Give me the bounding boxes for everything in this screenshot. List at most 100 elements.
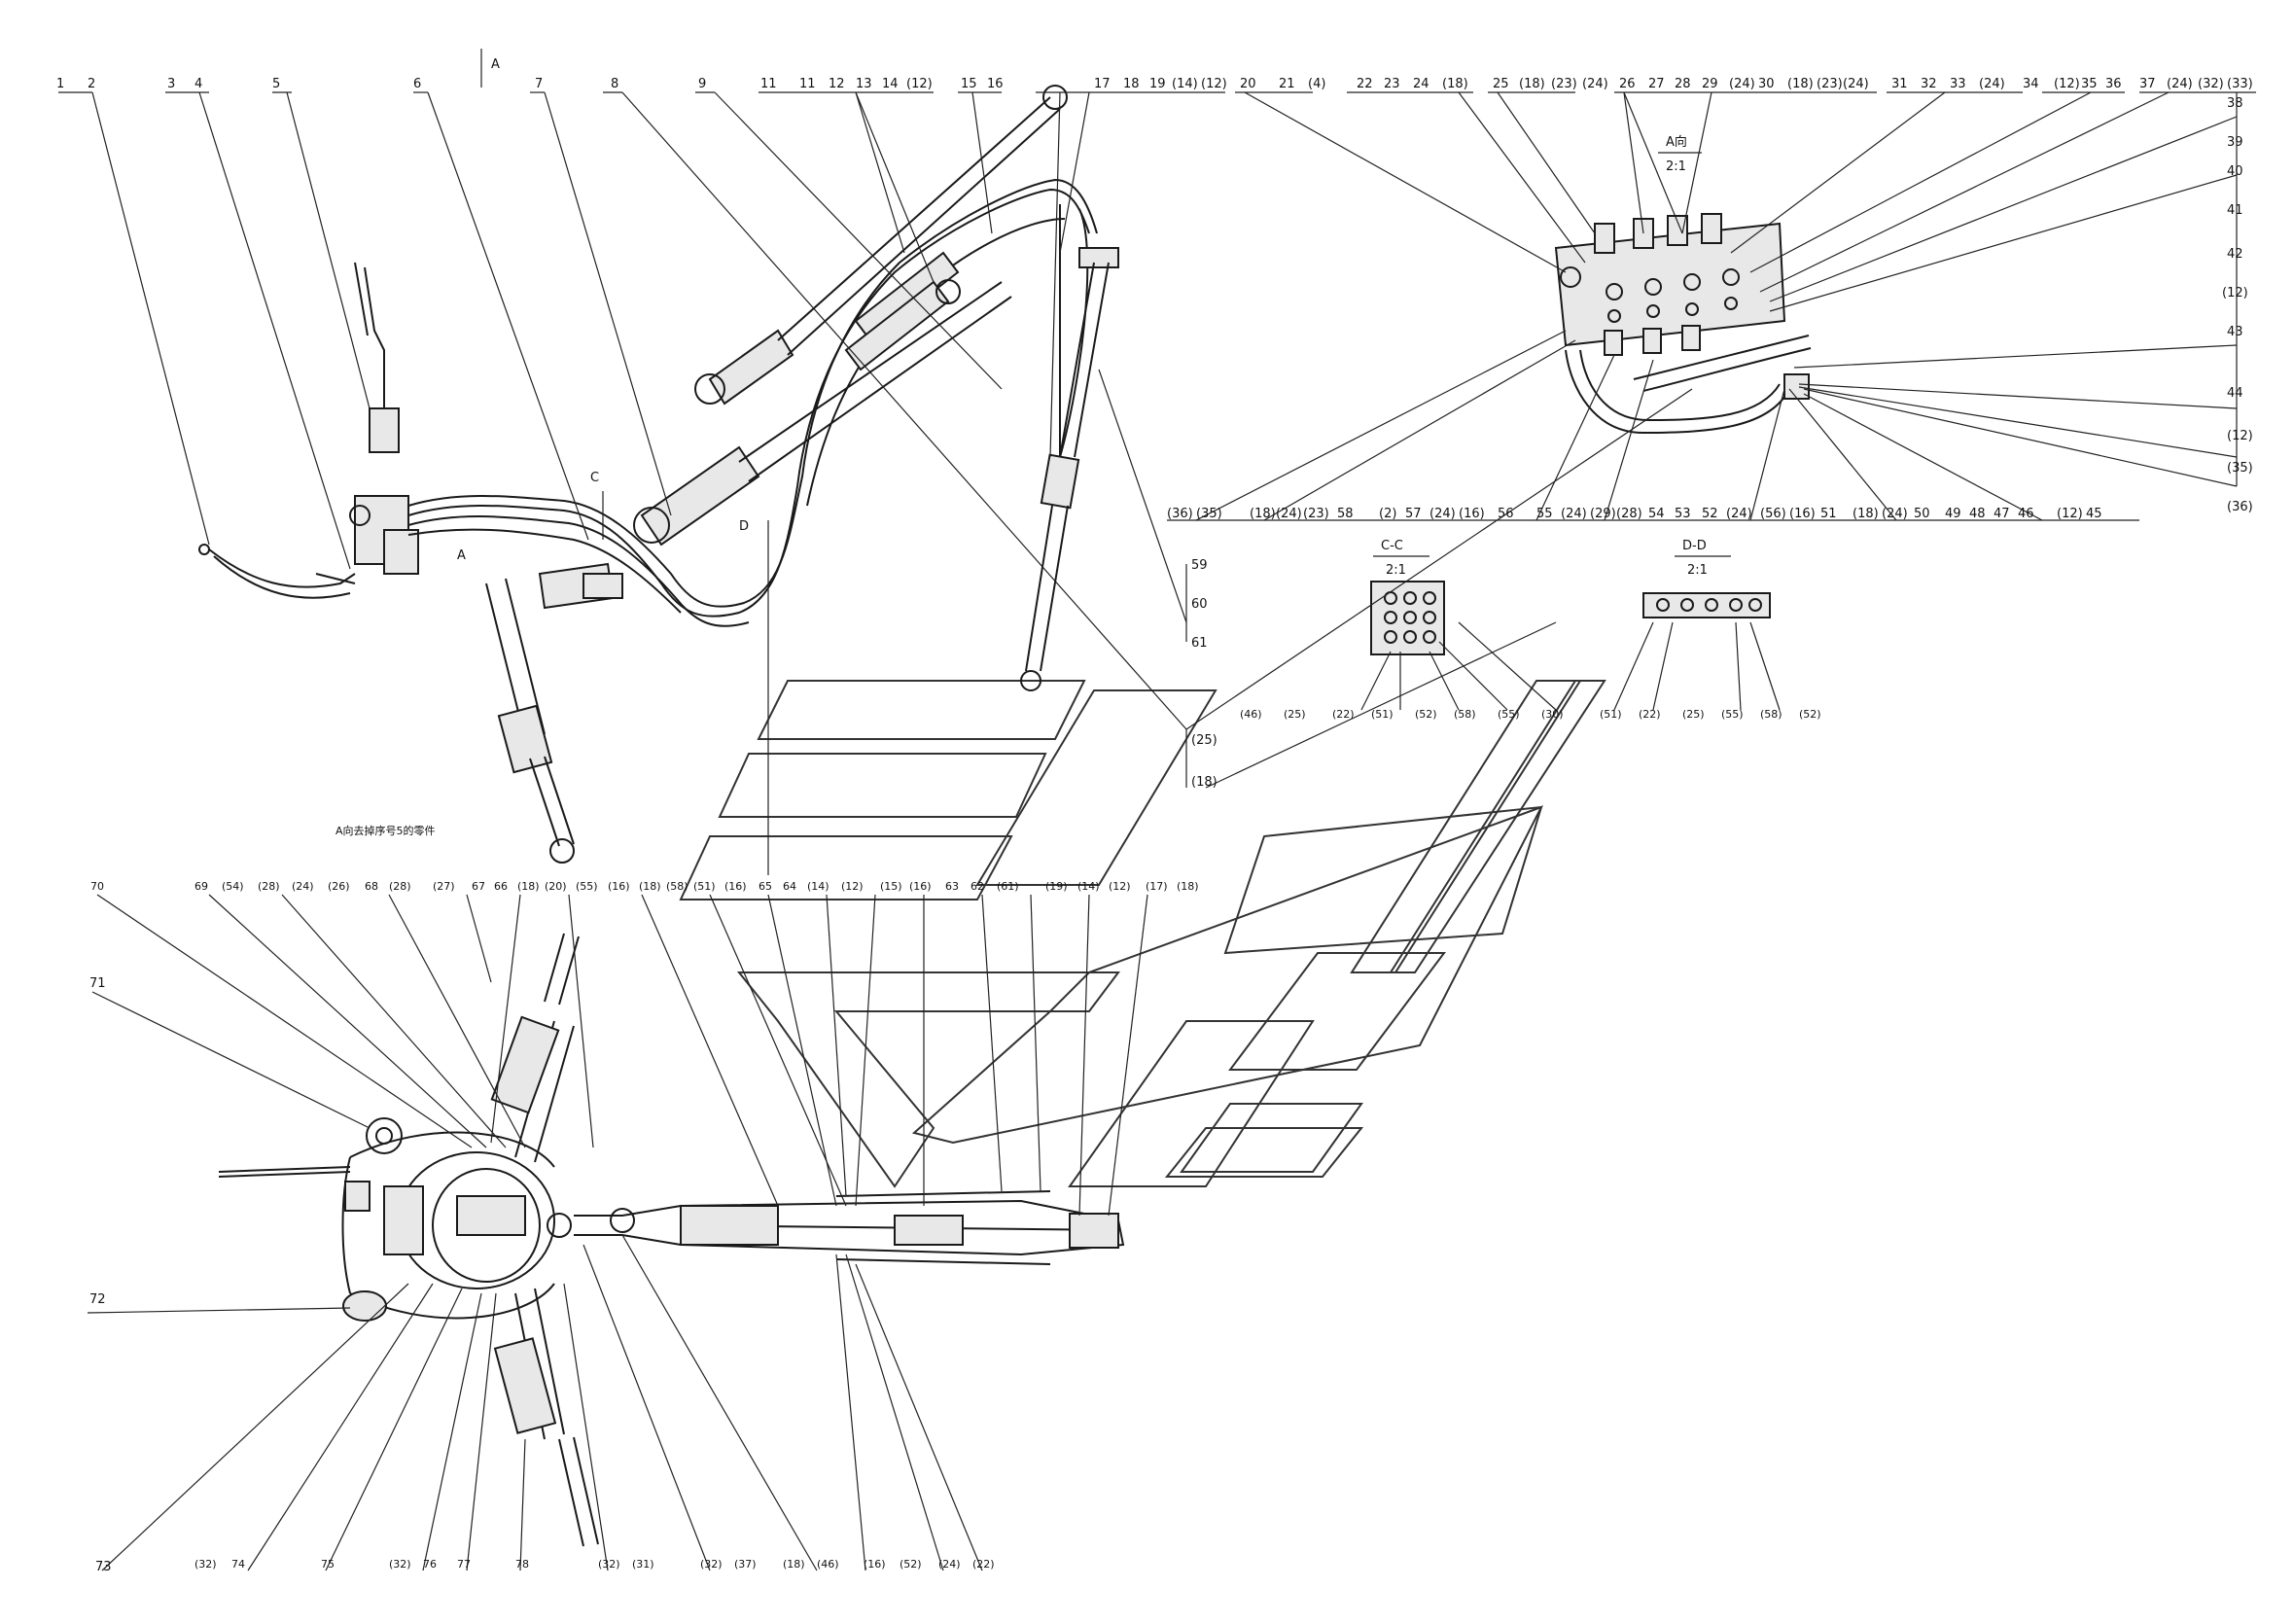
part-label: 36 bbox=[2105, 77, 2122, 91]
part-label: 68 bbox=[365, 880, 378, 893]
part-label: (16) bbox=[608, 880, 630, 893]
part-label: (16) bbox=[1459, 507, 1485, 521]
part-label: 76 bbox=[423, 1558, 437, 1571]
part-label: 12 bbox=[829, 77, 845, 91]
part-label: 22 bbox=[1357, 77, 1373, 91]
part-label: (22) bbox=[972, 1558, 995, 1571]
part-label: 37 bbox=[2139, 77, 2156, 91]
part-label: (37) bbox=[734, 1558, 757, 1571]
background-watermark bbox=[679, 680, 1606, 1188]
section-c-c bbox=[1370, 581, 1445, 655]
part-label: 48 bbox=[1969, 507, 1986, 521]
part-label: (25) bbox=[1682, 708, 1705, 721]
part-label: 60 bbox=[1191, 597, 1208, 612]
part-label: (27) bbox=[433, 880, 455, 893]
part-label: (58) bbox=[1760, 708, 1782, 721]
part-label: (22) bbox=[1332, 708, 1355, 721]
part-label: 55 bbox=[1536, 507, 1553, 521]
section-d-marker: D bbox=[739, 519, 749, 534]
part-label: (18) bbox=[783, 1558, 805, 1571]
part-label: (25) bbox=[1284, 708, 1306, 721]
part-label: (12) bbox=[906, 77, 933, 91]
part-label: 51 bbox=[1820, 507, 1837, 521]
part-label: 73 bbox=[95, 1560, 112, 1574]
part-label: (18) bbox=[1442, 77, 1468, 91]
part-label: 56 bbox=[1498, 507, 1514, 521]
part-label: (51) bbox=[1600, 708, 1622, 721]
control-lever-assembly bbox=[198, 262, 419, 599]
part-label: 4 bbox=[194, 77, 202, 91]
view-markers: A C D A A向 2:1 C-C 2:1 D-D 2:1 A向去掉序号5的零… bbox=[335, 57, 1731, 837]
part-label: (24) bbox=[292, 880, 314, 893]
detail-cc-title: C-C bbox=[1381, 539, 1403, 553]
part-label: (51) bbox=[1371, 708, 1394, 721]
part-label: (28) bbox=[389, 880, 411, 893]
part-label: 26 bbox=[1619, 77, 1636, 91]
part-label: 13 bbox=[856, 77, 872, 91]
label-group-top: 1 2 3 4 5 6 7 8 9 11 11 12 13 14 (12) 15… bbox=[56, 77, 2253, 91]
part-label: (22) bbox=[1639, 708, 1661, 721]
part-label: (30) bbox=[1541, 708, 1564, 721]
part-label: (52) bbox=[1415, 708, 1437, 721]
part-label: (24) bbox=[938, 1558, 961, 1571]
part-label: (18) bbox=[1519, 77, 1545, 91]
part-label: (18) bbox=[517, 880, 540, 893]
control-valve-block bbox=[1554, 213, 1812, 435]
part-label: (36) bbox=[1167, 507, 1193, 521]
view-a-marker: A bbox=[491, 57, 500, 72]
part-label: (55) bbox=[576, 880, 598, 893]
part-label: 64 bbox=[783, 880, 796, 893]
part-label: 74 bbox=[231, 1558, 245, 1571]
label-group-dd: (51) (22) (25) (55) (58) (52) bbox=[1600, 708, 1821, 721]
part-label: 7 bbox=[535, 77, 543, 91]
part-label: (12) bbox=[2227, 429, 2253, 443]
part-label: 63 bbox=[945, 880, 959, 893]
part-label: 61 bbox=[1191, 636, 1208, 651]
lower-top-view bbox=[218, 933, 1125, 1547]
detail-dd-title: D-D bbox=[1682, 539, 1707, 553]
part-label: 32 bbox=[1921, 77, 1937, 91]
detail-dd-scale: 2:1 bbox=[1687, 563, 1708, 578]
part-label: 75 bbox=[321, 1558, 335, 1571]
part-label: 30 bbox=[1758, 77, 1775, 91]
part-label: (2) bbox=[1379, 507, 1396, 521]
part-label: (56) bbox=[1760, 507, 1786, 521]
part-label: 70 bbox=[90, 880, 104, 893]
part-label: 5 bbox=[272, 77, 280, 91]
part-label: 77 bbox=[457, 1558, 471, 1571]
part-label: (24) bbox=[1429, 507, 1456, 521]
part-label: 39 bbox=[2227, 135, 2243, 150]
part-label: (32) bbox=[194, 1558, 217, 1571]
part-label: (17) bbox=[1146, 880, 1168, 893]
drawing-note: A向去掉序号5的零件 bbox=[335, 824, 436, 837]
part-label: (16) bbox=[909, 880, 932, 893]
part-label: 11 bbox=[799, 77, 816, 91]
part-label: (32) bbox=[598, 1558, 620, 1571]
boom-cylinders bbox=[633, 85, 1068, 547]
part-label: (12) bbox=[2057, 507, 2083, 521]
part-label: 67 bbox=[472, 880, 485, 893]
part-label: (28) bbox=[258, 880, 280, 893]
part-label: (24) bbox=[1979, 77, 2005, 91]
part-label: (18) bbox=[1787, 77, 1814, 91]
part-label: (24) bbox=[1726, 507, 1752, 521]
leader-lines bbox=[58, 49, 2256, 1571]
part-label: 6 bbox=[413, 77, 421, 91]
part-label: (23) bbox=[1303, 507, 1329, 521]
part-label: (46) bbox=[1240, 708, 1262, 721]
swing-cylinder-upper bbox=[485, 562, 623, 864]
part-label: 52 bbox=[1702, 507, 1718, 521]
part-label: (33) bbox=[2227, 77, 2253, 91]
part-label: (18) bbox=[639, 880, 661, 893]
arm-cylinder-vertical bbox=[1020, 247, 1119, 691]
part-label: 50 bbox=[1914, 507, 1930, 521]
part-label: 54 bbox=[1648, 507, 1665, 521]
part-label: (24) bbox=[1561, 507, 1587, 521]
part-label: 38 bbox=[2227, 96, 2243, 111]
part-label: (31) bbox=[632, 1558, 654, 1571]
part-label: 42 bbox=[2227, 247, 2243, 262]
part-label: 59 bbox=[1191, 558, 1208, 573]
part-label: 43 bbox=[2227, 325, 2243, 339]
part-label: 62 bbox=[971, 880, 984, 893]
